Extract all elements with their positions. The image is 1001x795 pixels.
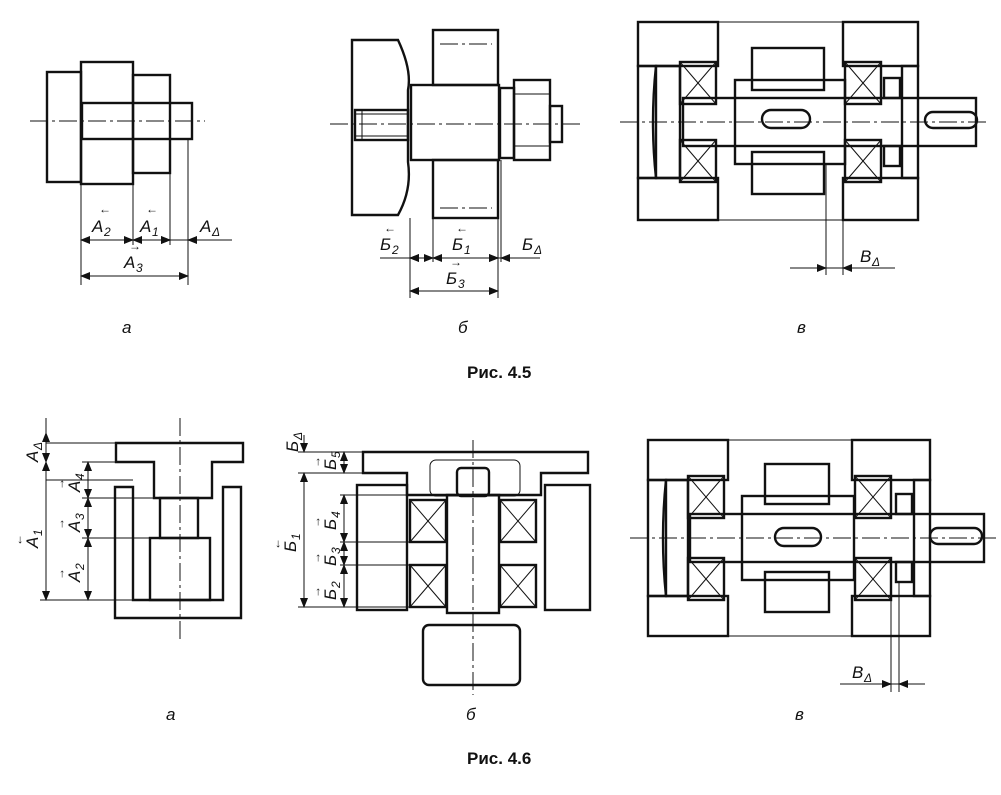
fig45-b-dim-bd: Б Δ <box>522 235 542 257</box>
dim-subscript: 1 <box>464 243 471 257</box>
fig46-a-label: а <box>166 705 175 724</box>
right-arrow-icon: → <box>309 552 323 564</box>
dim-label: A <box>199 217 211 236</box>
fig46-v-drawing <box>630 438 1000 692</box>
fig45-b-dim-b1: Б 1 ← <box>452 221 471 257</box>
fig46-b-dim-b4: Б 4 → <box>309 511 343 530</box>
dim-subscript: 1 <box>31 529 45 536</box>
dim-subscript: 3 <box>458 277 465 291</box>
fig45-a-dim-a3: A 3 → <box>123 239 143 275</box>
dim-label: Б <box>380 235 391 254</box>
right-arrow-icon: → <box>129 239 141 253</box>
fig45-v-label: в <box>797 318 806 337</box>
left-arrow-icon: ← <box>99 202 111 216</box>
dim-subscript: Δ <box>871 255 880 269</box>
fig46-v-dim-vd: В Δ <box>852 663 872 685</box>
figure-caption-4-6: Рис. 4.6 <box>467 749 531 768</box>
dim-subscript: 2 <box>103 225 111 239</box>
dim-label: Б <box>321 589 340 600</box>
fig46-a-drawing <box>40 418 245 640</box>
fig45-a-dim-a1: A 1 ← <box>139 202 159 239</box>
dim-subscript: Δ <box>211 225 220 239</box>
dim-subscript: 3 <box>136 261 143 275</box>
right-arrow-icon: → <box>53 568 67 580</box>
dim-subscript: 2 <box>73 563 87 571</box>
fig45-a-drawing <box>30 60 232 285</box>
fig45-b-dim-b3: Б 3 → <box>446 255 465 291</box>
right-arrow-icon: → <box>309 586 323 598</box>
right-arrow-icon: → <box>53 478 67 490</box>
dim-label: A <box>23 451 42 463</box>
dim-subscript: 5 <box>329 451 343 458</box>
dim-subscript: 2 <box>391 243 399 257</box>
fig46-b-label: б <box>466 705 477 724</box>
left-arrow-icon: ← <box>11 534 25 546</box>
dim-subscript: Δ <box>31 442 45 451</box>
dim-label: A <box>65 571 84 583</box>
dim-subscript: 2 <box>329 581 343 589</box>
fig46-a-dim-ad: A Δ <box>23 442 45 463</box>
right-arrow-icon: → <box>309 516 323 528</box>
dim-label: В <box>852 663 863 682</box>
fig46-b-dim-b1: Б 1 ← <box>269 533 303 552</box>
left-arrow-icon: ← <box>384 221 396 235</box>
dim-subscript: Δ <box>291 432 305 441</box>
left-arrow-icon: ← <box>269 538 283 550</box>
fig46-a-dim-a1: A 1 ← <box>11 529 45 549</box>
figure-caption-4-5: Рис. 4.5 <box>467 363 531 382</box>
left-arrow-icon: ← <box>146 202 158 216</box>
fig46-a-dim-a2: A 2 → <box>53 563 87 583</box>
dim-subscript: Δ <box>533 243 542 257</box>
fig45-v-dim-vd: В Δ <box>860 247 880 269</box>
dim-subscript: Δ <box>863 671 872 685</box>
fig45-b-dim-b2: Б 2 ← <box>380 221 399 257</box>
left-arrow-icon: ← <box>456 221 468 235</box>
fig45-b-drawing <box>330 28 580 298</box>
fig46-b-dim-bd: Б Δ <box>283 432 305 452</box>
dim-subscript: 3 <box>329 547 343 554</box>
dim-subscript: 1 <box>289 533 303 540</box>
fig46-b-dim-b2: Б 2 → <box>309 581 343 600</box>
dim-label: A <box>65 481 84 493</box>
fig45-v-drawing <box>620 20 990 275</box>
dim-subscript: 4 <box>73 473 87 480</box>
dim-label: Б <box>321 459 340 470</box>
dim-label: A <box>23 537 42 549</box>
dim-label: В <box>860 247 871 266</box>
fig46-v-label: в <box>795 705 804 724</box>
dim-label: Б <box>281 541 300 552</box>
dim-label: Б <box>522 235 533 254</box>
fig45-a-dim-ad: A Δ <box>199 217 220 239</box>
fig45-a-label: а <box>122 318 131 337</box>
dim-label: Б <box>446 269 457 288</box>
dim-label: Б <box>283 441 302 452</box>
dim-label: Б <box>321 519 340 530</box>
fig45-a-dim-a2: A 2 ← <box>91 202 111 239</box>
dim-label: A <box>91 217 103 236</box>
dim-subscript: 1 <box>152 225 159 239</box>
right-arrow-icon: → <box>450 255 462 269</box>
fig46-b-dim-b5: Б 5 → <box>309 451 343 470</box>
fig46-a-dim-a4: A 4 → <box>53 473 87 493</box>
fig45-b-label: б <box>458 318 469 337</box>
right-arrow-icon: → <box>53 518 67 530</box>
dim-subscript: 3 <box>73 513 87 520</box>
dim-label: Б <box>321 555 340 566</box>
dim-label: A <box>139 217 151 236</box>
dim-label: Б <box>452 235 463 254</box>
fig46-b-dim-b3: Б 3 → <box>309 547 343 566</box>
fig46-b-drawing <box>298 435 592 695</box>
right-arrow-icon: → <box>309 456 323 468</box>
dim-subscript: 4 <box>329 511 343 518</box>
dim-label: A <box>65 521 84 533</box>
dim-label: A <box>123 253 135 272</box>
fig46-a-dim-a3: A 3 → <box>53 513 87 533</box>
